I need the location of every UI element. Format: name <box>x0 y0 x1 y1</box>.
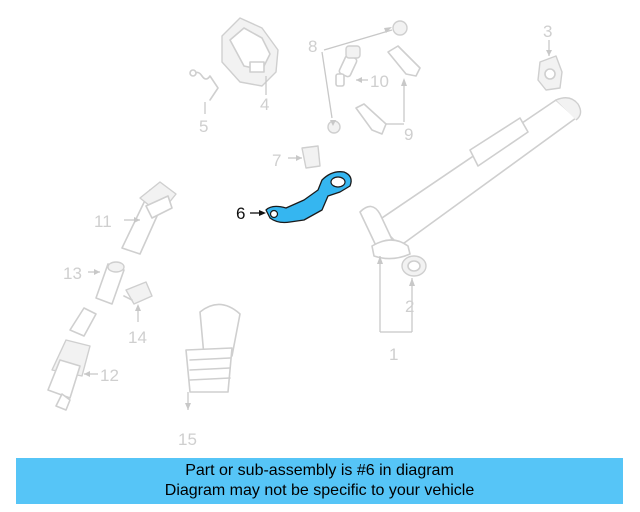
part-4-housing <box>221 17 279 95</box>
part-9-brackets <box>355 45 421 135</box>
callout-4: 4 <box>260 95 269 114</box>
callout-5: 5 <box>199 117 208 136</box>
part-8-nuts <box>321 20 408 134</box>
part-10-bolt <box>335 45 368 87</box>
callout-12: 12 <box>100 366 119 385</box>
part-15-boot <box>185 303 241 410</box>
caption-banner: Part or sub-assembly is #6 in diagram Di… <box>16 458 623 504</box>
part-12-lower-shaft <box>47 307 98 411</box>
parts-diagram: 4 5 8 10 9 3 <box>47 17 582 449</box>
part-13-sleeve <box>88 261 125 305</box>
callout-1: 1 <box>389 345 398 364</box>
part-11-joint <box>121 181 177 255</box>
callout-7: 7 <box>272 151 281 170</box>
callout-11: 11 <box>94 212 112 231</box>
callout-2: 2 <box>405 297 414 316</box>
part-7-bracket <box>288 145 321 169</box>
callout-10: 10 <box>370 72 389 91</box>
callout-15: 15 <box>178 430 197 449</box>
part-2-bushing <box>401 255 427 332</box>
callout-8: 8 <box>308 37 317 56</box>
callout-14: 14 <box>128 328 147 347</box>
caption-line-2: Diagram may not be specific to your vehi… <box>164 482 475 499</box>
part-1-column <box>359 97 582 333</box>
callout-6: 6 <box>236 204 245 223</box>
callout-13: 13 <box>63 264 82 283</box>
callout-3: 3 <box>543 22 552 41</box>
part-6-bracket-highlighted <box>250 171 352 224</box>
part-14-clip <box>123 281 153 322</box>
callout-9: 9 <box>404 125 413 144</box>
part-5-spring <box>189 69 219 114</box>
caption-line-1: Part or sub-assembly is #6 in diagram <box>185 462 454 479</box>
part-3-plate <box>537 40 563 91</box>
